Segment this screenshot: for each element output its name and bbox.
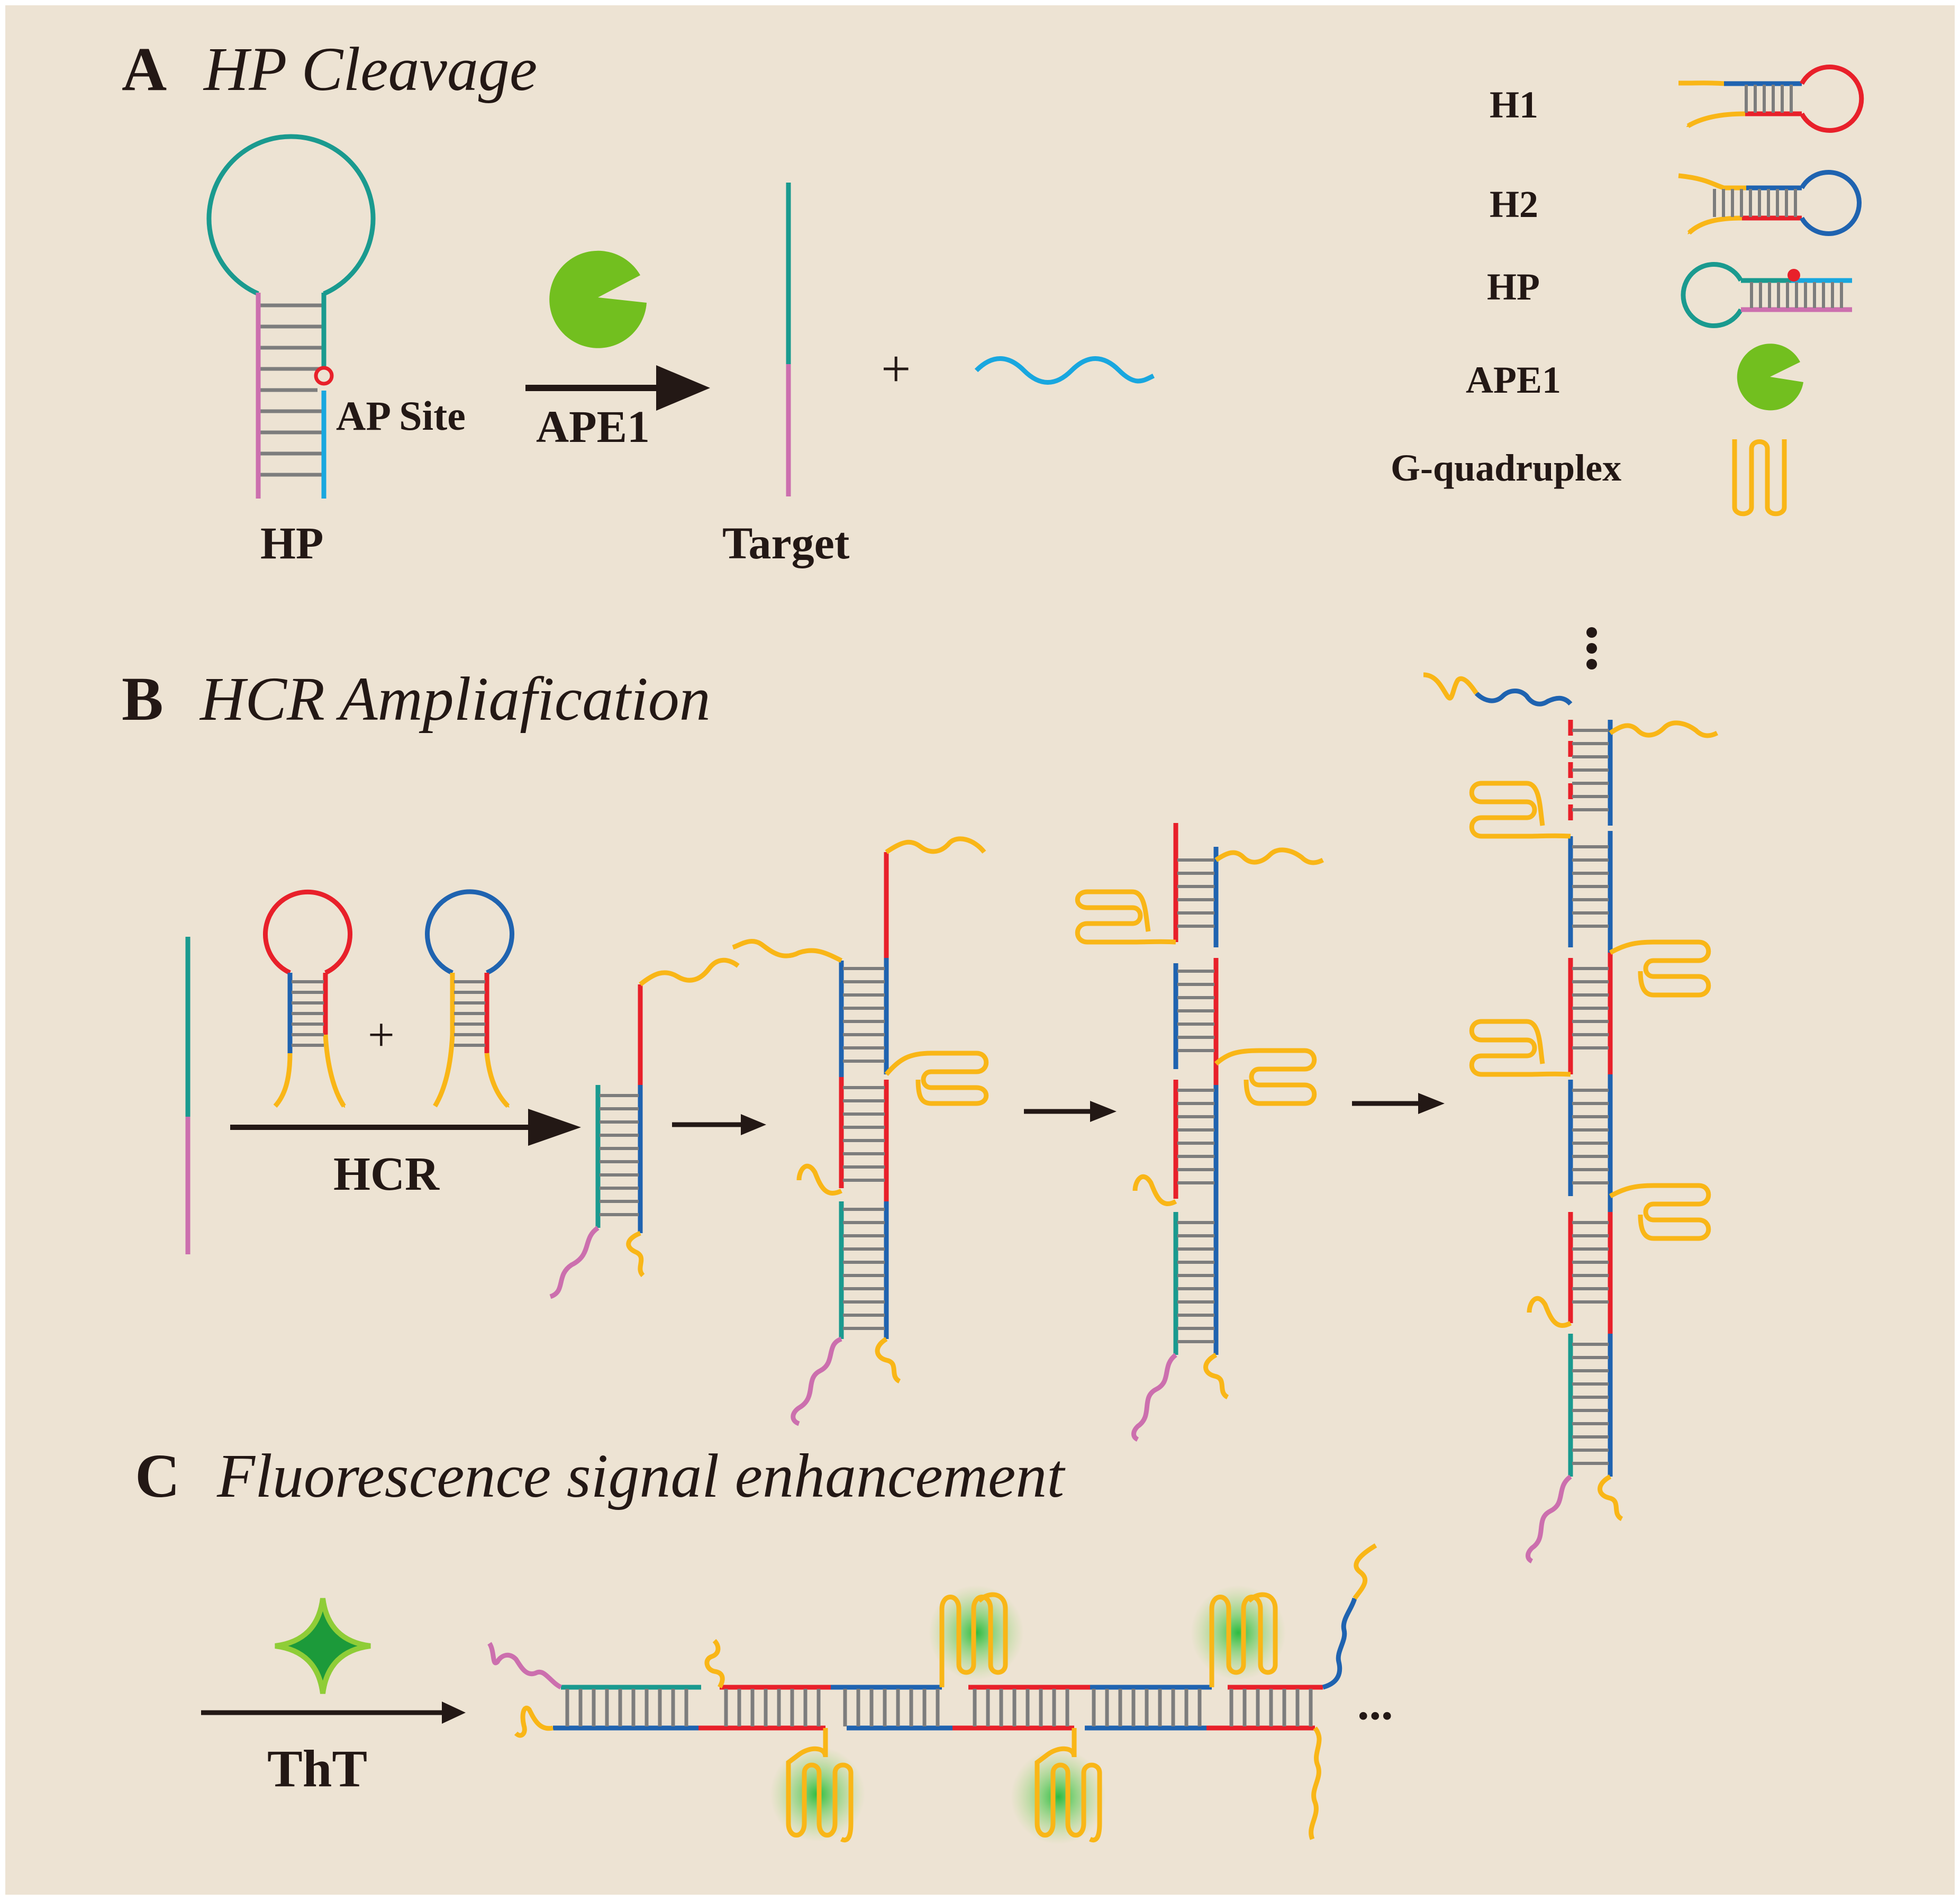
tht-label: ThT xyxy=(267,1739,367,1798)
legend-label-g-quadruplex: G-quadruplex xyxy=(1391,447,1621,489)
stage-arrow-1 xyxy=(672,1114,766,1135)
hp-label: HP xyxy=(260,518,323,568)
panel-b-plus: + xyxy=(368,1009,395,1061)
hcr-stage-2 xyxy=(732,836,989,1426)
panel-a-plus: + xyxy=(881,339,911,398)
legend-h2-icon xyxy=(1678,170,1862,236)
panel-c-continuation-dots: ... xyxy=(1357,1677,1393,1730)
background xyxy=(5,5,1955,1895)
target-label: Target xyxy=(722,518,850,568)
hairpin-probe xyxy=(206,134,376,499)
legend-g-quadruplex-icon xyxy=(1732,439,1787,517)
h1-hairpin xyxy=(263,889,352,1108)
hcr-stage-1 xyxy=(549,957,740,1299)
section-c-title: C Fluorescence signal enhancement xyxy=(135,1441,1066,1510)
ape1-enzyme-icon xyxy=(549,250,647,348)
legend: H1 H2 xyxy=(1391,65,1864,517)
stage-arrow-3 xyxy=(1352,1093,1445,1114)
section-b-letter: B xyxy=(122,664,164,734)
legend-label-h2: H2 xyxy=(1490,183,1538,225)
legend-label-h1: H1 xyxy=(1490,84,1538,126)
section-c-heading: Fluorescence signal enhancement xyxy=(216,1441,1066,1510)
ap-site-marker xyxy=(314,366,334,386)
released-fragment xyxy=(974,356,1155,385)
hcr-stage-4 xyxy=(1423,627,1719,1564)
section-b-title: B HCR Ampliafication xyxy=(122,664,711,734)
cleavage-arrow xyxy=(525,365,710,411)
legend-label-hp: HP xyxy=(1487,266,1540,308)
section-a-letter: A xyxy=(122,34,167,104)
section-b-heading: HCR Ampliafication xyxy=(199,664,711,734)
section-c-letter: C xyxy=(135,1441,180,1510)
legend-h1-icon xyxy=(1678,65,1864,133)
tht-star-icon xyxy=(275,1598,371,1694)
stage-arrow-2 xyxy=(1024,1101,1117,1122)
section-a-heading: HP Cleavage xyxy=(203,34,537,104)
hcr-label: HCR xyxy=(333,1148,440,1200)
legend-ape1-icon xyxy=(1737,343,1803,411)
tht-arrow xyxy=(201,1702,466,1724)
hcr-arrow xyxy=(230,1109,581,1146)
legend-hp-icon xyxy=(1681,262,1852,328)
continuation-dots xyxy=(1586,627,1597,669)
fluorescent-duplex xyxy=(487,1543,1377,1844)
ap-site-label: AP Site xyxy=(336,393,466,439)
section-a-title: A HP Cleavage xyxy=(122,34,537,104)
cleavage-enzyme-label: APE1 xyxy=(536,401,650,452)
hcr-stage-3 xyxy=(1075,823,1324,1442)
legend-label-ape1: APE1 xyxy=(1466,359,1561,401)
h2-hairpin xyxy=(425,889,514,1108)
